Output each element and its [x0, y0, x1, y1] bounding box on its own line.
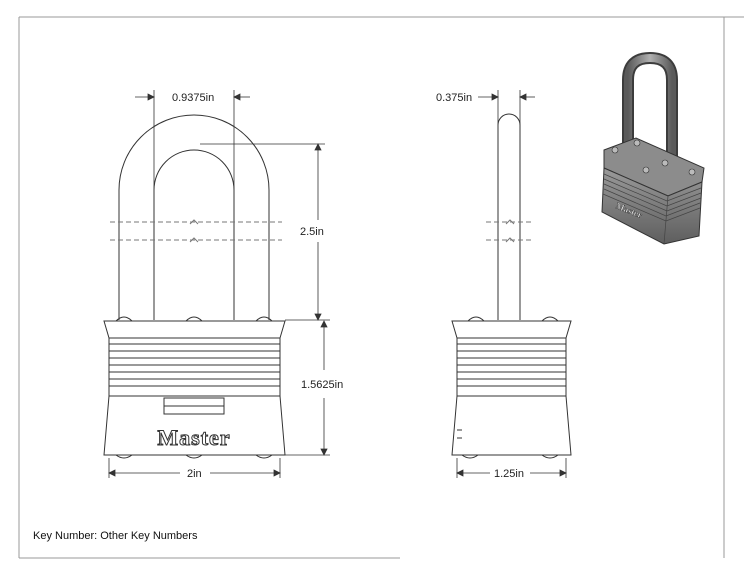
dim-body-depth — [456, 458, 567, 478]
dim-shackle-height — [200, 143, 330, 321]
dim-body-depth-label: 1.25in — [494, 468, 524, 480]
front-rivets-top — [115, 316, 273, 322]
front-body — [103, 320, 286, 459]
dim-body-width — [108, 458, 281, 478]
iso-render: Master — [601, 51, 705, 245]
dim-shackle-diameter-label: 0.375in — [436, 92, 472, 104]
dim-body-width-label: 2in — [187, 468, 202, 480]
dim-body-height-label: 1.5625in — [301, 379, 343, 391]
dim-shackle-width-label: 0.9375in — [172, 92, 214, 104]
dim-shackle-width — [135, 90, 250, 190]
key-number-label: Key Number: Other Key Numbers — [33, 530, 198, 542]
side-body — [451, 320, 572, 459]
sheet-border — [18, 16, 744, 559]
side-view — [451, 113, 572, 459]
dim-body-height — [285, 320, 330, 456]
dim-shackle-height-label: 2.5in — [300, 226, 324, 238]
front-shackle — [110, 114, 282, 320]
side-rivets-top — [467, 316, 559, 322]
dim-shackle-diameter — [478, 90, 535, 125]
front-brand-logo: Master — [157, 425, 230, 450]
front-view: Master — [103, 114, 286, 459]
side-shackle — [486, 113, 532, 320]
